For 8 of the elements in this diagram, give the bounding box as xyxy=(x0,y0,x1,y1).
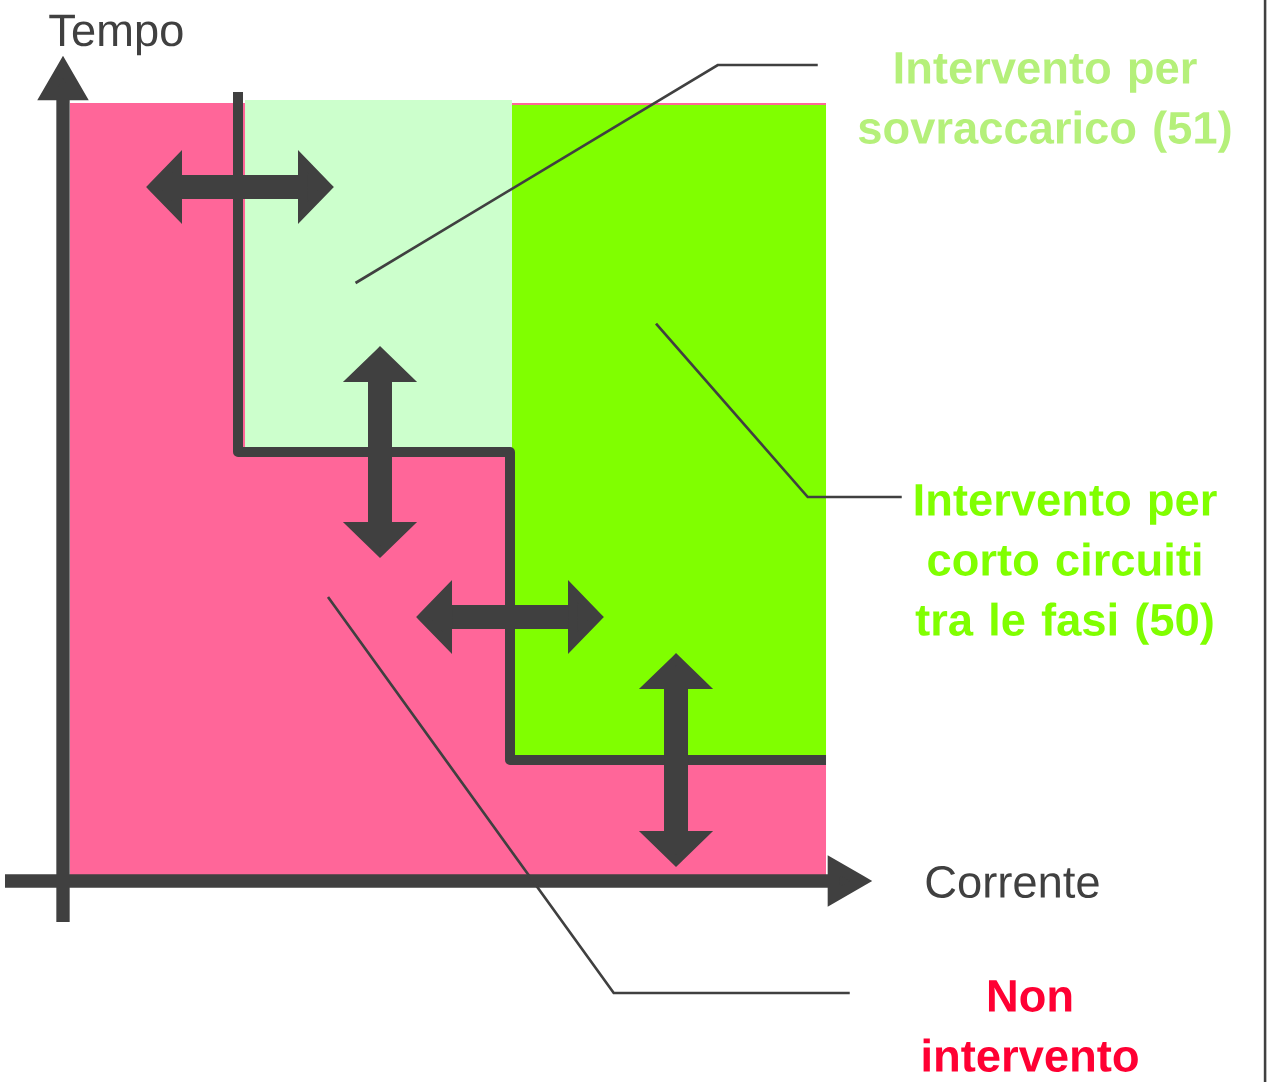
leader-line xyxy=(326,596,850,995)
region-label: Non intervento xyxy=(923,980,1138,1072)
leader-line xyxy=(354,63,818,285)
leader-line xyxy=(655,322,902,499)
axis-label: Corrente xyxy=(926,865,1099,899)
region-label: Intervento per sovraccarico (51) xyxy=(858,52,1231,153)
region-label: Intervento per corto circuiti tra le fasi (50) xyxy=(915,484,1217,645)
axis-label: Tempo xyxy=(49,14,183,56)
